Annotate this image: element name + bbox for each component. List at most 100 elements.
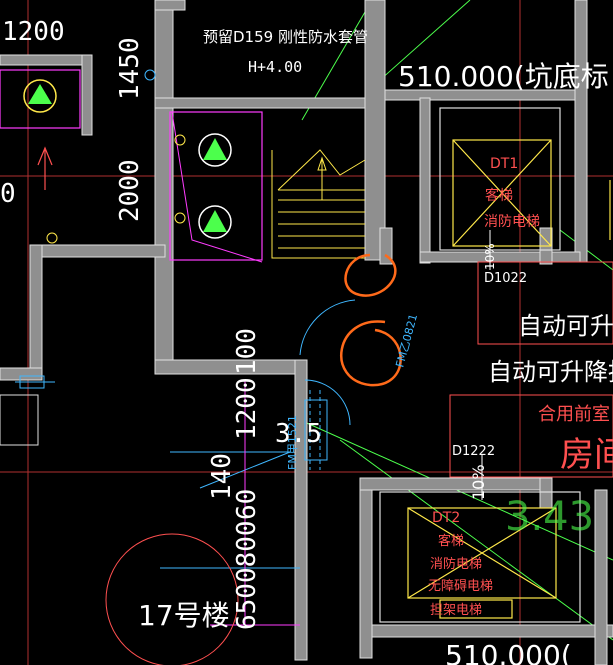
dim-1450: 1450 — [115, 37, 145, 100]
small-circle — [144, 69, 156, 81]
stair-break — [277, 149, 366, 191]
arrow-up-icon — [37, 146, 53, 166]
wall — [364, 0, 386, 261]
wall — [294, 359, 308, 661]
dt2-fire: 消防电梯 — [430, 556, 482, 572]
auto-lift-2: 自动可升降挡 — [488, 358, 613, 386]
door-d1022: D1022 — [484, 271, 527, 286]
door-arc — [299, 299, 356, 356]
dt1-fire: 消防电梯 — [484, 214, 540, 230]
wall — [371, 624, 613, 638]
wall — [154, 0, 186, 11]
auto-lift-1: 自动可升降 — [518, 312, 613, 340]
dim-0-left: 0 — [0, 179, 16, 209]
fan-circle — [198, 205, 232, 239]
pct-mark-1: 10% — [483, 243, 497, 270]
elevator-dt1-car — [452, 139, 552, 247]
left-shaft — [0, 69, 81, 129]
fan-triangle-icon — [28, 84, 52, 104]
wall — [379, 227, 393, 265]
elevation-bottom: 510.000( — [445, 639, 572, 665]
elevator-dt2-car — [407, 507, 557, 599]
elevator-dt1-shaft — [439, 107, 561, 251]
wall — [419, 97, 431, 264]
elevator-dt2 — [379, 491, 581, 623]
dim-60: 60 — [232, 489, 262, 520]
pct-marks — [481, 230, 491, 500]
guide-line — [339, 439, 613, 641]
staircase — [271, 149, 366, 259]
elevator-dt1-label: DT1 — [490, 156, 518, 172]
pipe-shaft — [169, 111, 263, 261]
door-d1222: D1222 — [452, 444, 495, 459]
fan-triangle-icon — [203, 138, 227, 160]
dim-140: 140 — [207, 453, 237, 500]
door-arc — [304, 379, 351, 426]
building-circle — [105, 533, 239, 665]
door-fm1521: FM甲1521 — [286, 415, 299, 470]
pct-mark-2: 10% — [469, 464, 488, 500]
markup-circle-1 — [344, 253, 397, 297]
room-outline — [477, 261, 613, 345]
wall — [154, 97, 371, 109]
dim-ticks — [210, 380, 300, 626]
small-circle — [174, 212, 186, 224]
elevator-dt2-door — [439, 599, 513, 619]
dim-2000: 2000 — [115, 159, 145, 222]
wall — [574, 0, 588, 263]
pipe-note: 预留D159 刚性防水套管 — [203, 28, 368, 46]
building-label: 17号楼 — [138, 599, 230, 632]
wall — [359, 477, 551, 491]
wall — [154, 359, 306, 375]
big-number: 3.43 — [505, 494, 594, 540]
guide-line — [379, 0, 471, 81]
dt2-access: 无障碍电梯 — [428, 579, 493, 594]
wall — [0, 54, 93, 66]
shaft-diagonal — [171, 111, 263, 263]
room-outlines — [449, 261, 613, 478]
dashed-lines — [309, 390, 321, 470]
mark-35: 3.5 — [275, 419, 322, 449]
elevator-dt2-label: DT2 — [432, 510, 460, 526]
dim-6500800: 6500800 — [232, 520, 262, 630]
wall — [594, 489, 608, 665]
dim-100: 100 — [232, 328, 262, 375]
elevation-top: 510.000(坑底标 — [398, 60, 609, 93]
wall-column — [0, 394, 39, 446]
door-swings — [15, 299, 356, 569]
dt2-kind: 客梯 — [438, 533, 464, 549]
dim-triangle — [170, 451, 291, 489]
cyan-marker-box — [19, 375, 45, 389]
fan-circle — [23, 79, 57, 113]
elevator-dt1 — [439, 107, 561, 251]
small-circle — [174, 134, 186, 146]
height-note: H+4.00 — [248, 58, 302, 76]
labels: 1200 1450 2000 0 预留D159 刚性防水套管 H+4.00 51… — [0, 17, 613, 665]
wall — [0, 367, 43, 381]
dt1-kind: 客梯 — [485, 187, 513, 204]
shafts — [0, 69, 263, 263]
elevator-dt2-cross — [407, 507, 557, 599]
wall — [29, 244, 43, 381]
dim-1200-top: 1200 — [2, 17, 65, 47]
room-label: 房间 — [560, 435, 613, 475]
door-leaf — [304, 399, 328, 461]
shared-front-room: 合用前室 — [538, 404, 610, 425]
dt2-stretcher: 担架电梯 — [430, 603, 482, 618]
fan-triangle-icon — [203, 210, 227, 232]
stair-arrow-icon — [317, 156, 327, 171]
small-circle — [46, 232, 58, 244]
wall — [81, 54, 93, 136]
markup-circles — [340, 253, 402, 387]
elevator-dt2-shaft — [379, 491, 581, 623]
wall — [419, 251, 581, 263]
wall — [29, 244, 166, 258]
dim-1200-mid: 1200 — [232, 377, 262, 440]
wall — [359, 477, 373, 659]
markup-circle-2 — [340, 320, 402, 387]
elevator-dt1-cross — [452, 139, 552, 247]
